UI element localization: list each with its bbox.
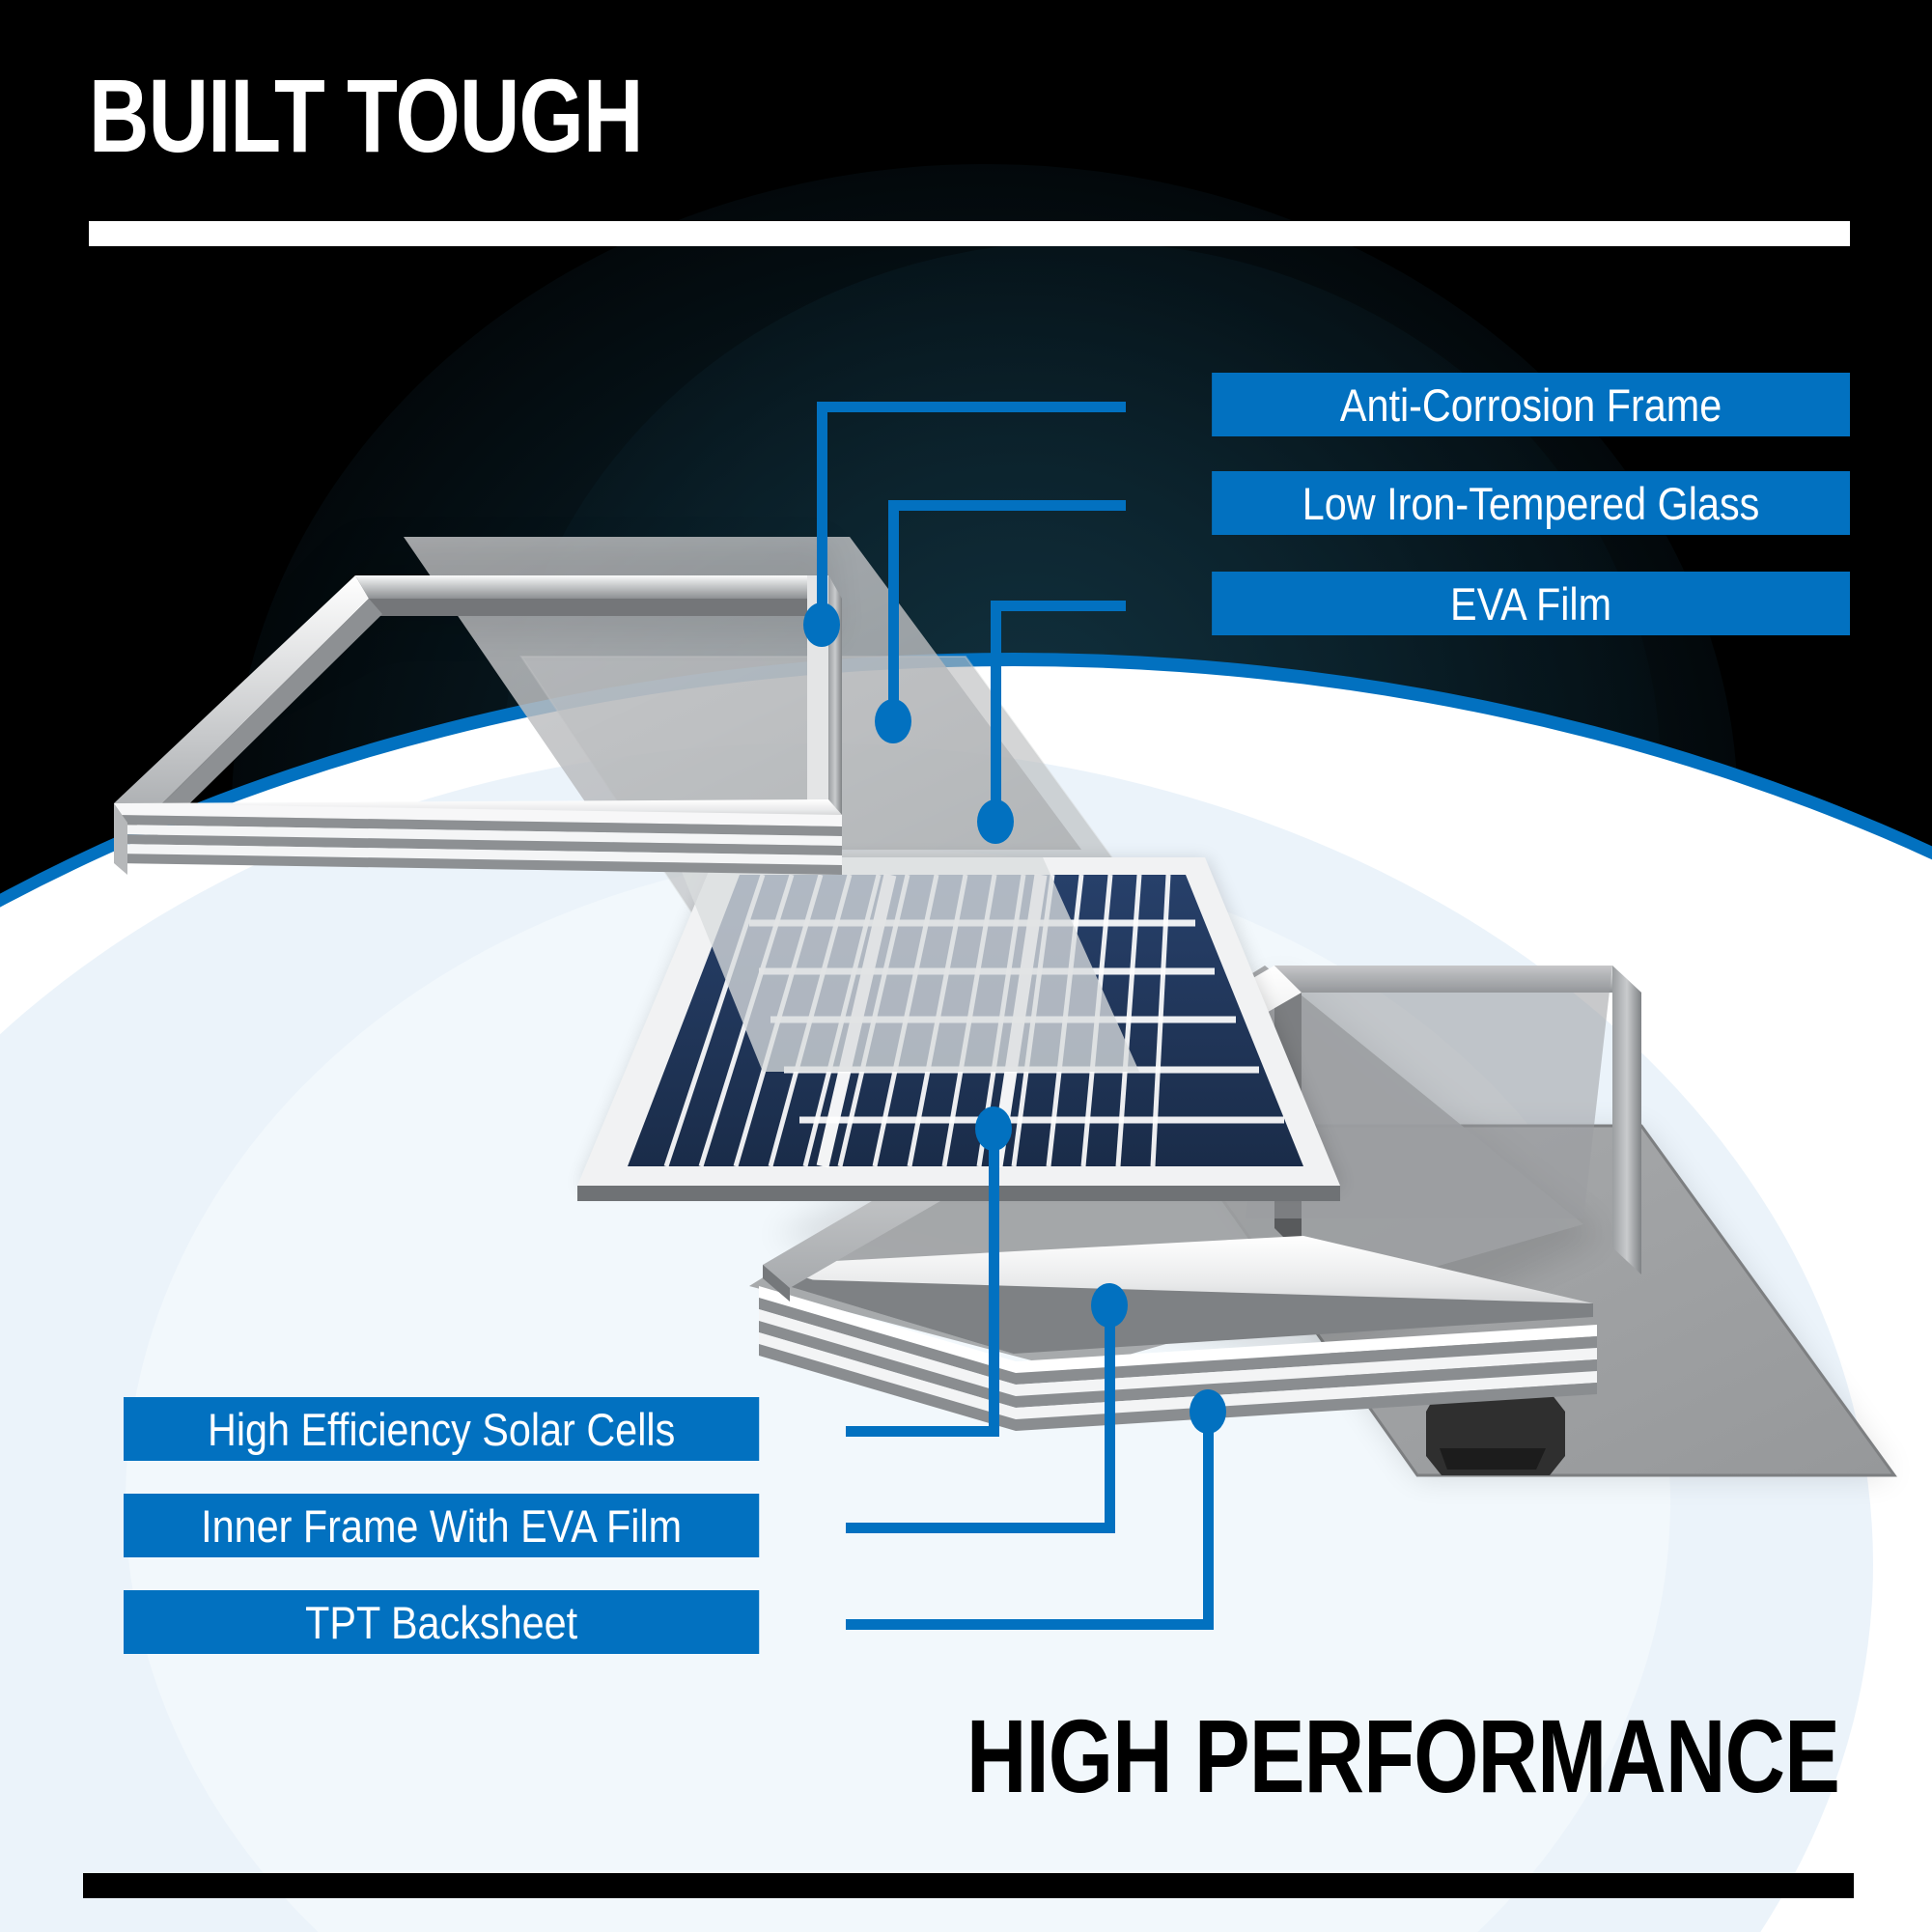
label-eva-film-text: EVA Film — [1450, 577, 1612, 630]
label-anti-corrosion-frame-text: Anti-Corrosion Frame — [1339, 378, 1722, 431]
leader-line-tempered-glass-horizontal — [888, 500, 1126, 511]
label-tpt-backsheet-text: TPT Backsheet — [305, 1596, 578, 1648]
leader-line-eva-film-horizontal — [991, 601, 1126, 611]
leader-line-tpt-backsheet-horizontal — [846, 1619, 1214, 1630]
leader-line-eva-film-vertical — [991, 601, 1001, 821]
label-inner-frame-with-eva-film[interactable]: Inner Frame With EVA Film — [124, 1494, 760, 1557]
label-low-iron-tempered-glass-text: Low Iron-Tempered Glass — [1302, 477, 1760, 529]
leader-line-anti-corrosion-frame-horizontal — [817, 402, 1126, 412]
label-high-efficiency-solar-cells-text: High Efficiency Solar Cells — [207, 1403, 676, 1455]
callout-dot-anti-corrosion-frame — [803, 602, 840, 647]
leader-line-tempered-glass-vertical — [888, 500, 899, 720]
leader-line-inner-frame-horizontal — [846, 1523, 1115, 1533]
label-low-iron-tempered-glass[interactable]: Low Iron-Tempered Glass — [1212, 471, 1850, 535]
callout-dot-solar-cells — [975, 1106, 1012, 1151]
heading-bottom-rule — [83, 1873, 1854, 1898]
label-eva-film[interactable]: EVA Film — [1212, 572, 1850, 635]
callout-dot-tpt-backsheet — [1190, 1389, 1226, 1434]
label-inner-frame-with-eva-film-text: Inner Frame With EVA Film — [201, 1499, 683, 1552]
leader-line-solar-cells-vertical — [989, 1122, 999, 1437]
callout-dot-eva-film — [977, 799, 1014, 844]
anti-corrosion-frame-layer — [114, 541, 842, 875]
heading-top-rule — [89, 221, 1850, 246]
callout-dot-inner-frame — [1091, 1283, 1128, 1328]
label-tpt-backsheet[interactable]: TPT Backsheet — [124, 1590, 760, 1654]
leader-line-solar-cells-horizontal — [846, 1426, 999, 1437]
leader-line-tpt-backsheet-vertical — [1203, 1405, 1214, 1630]
leader-line-anti-corrosion-frame-vertical — [817, 402, 827, 624]
label-anti-corrosion-frame[interactable]: Anti-Corrosion Frame — [1212, 373, 1850, 436]
heading-high-performance: HIGH PERFORMANCE — [966, 1697, 1840, 1814]
solar-cell-panel — [577, 857, 1342, 1201]
leader-line-inner-frame-vertical — [1105, 1299, 1115, 1533]
junction-box — [1426, 1394, 1565, 1475]
callout-dot-tempered-glass — [875, 699, 911, 743]
label-high-efficiency-solar-cells[interactable]: High Efficiency Solar Cells — [124, 1397, 760, 1461]
heading-built-tough: BUILT TOUGH — [89, 57, 643, 174]
